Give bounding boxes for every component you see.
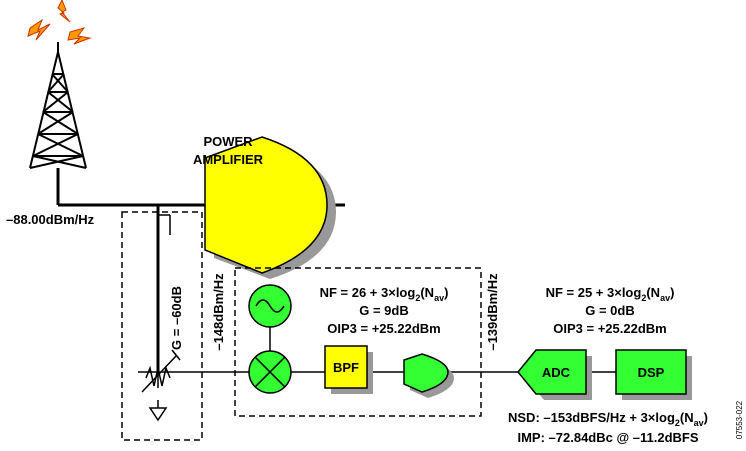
dsp-block bbox=[615, 349, 687, 395]
bpf-block bbox=[324, 345, 368, 389]
adc-stage-oip3: OIP3 = +25.22dBm bbox=[553, 321, 666, 336]
imp-label: IMP: –72.84dBc @ –11.2dBFS bbox=[517, 430, 698, 445]
adc-input-level-label: –139dBm/Hz bbox=[485, 273, 500, 351]
mixer-stage-gain: G = 9dB bbox=[359, 303, 409, 318]
nsd-label: NSD: –153dBFS/Hz + 3×log2(Nav) bbox=[508, 410, 708, 428]
mixer-stage-box bbox=[234, 267, 482, 417]
mixer-stage-oip3: OIP3 = +25.22dBm bbox=[327, 321, 440, 336]
pa-label-line1: POWER bbox=[203, 134, 253, 149]
tower-level-label: –88.00dBm/Hz bbox=[6, 212, 95, 227]
coupler-line bbox=[148, 214, 171, 422]
adc-stage-nf: NF = 25 + 3×log2(Nav) bbox=[546, 285, 675, 303]
if-amp-icon bbox=[403, 353, 449, 393]
mixer-input-level-label: –148dBm/Hz bbox=[211, 273, 226, 351]
adc-stage-gain: G = 0dB bbox=[585, 303, 635, 318]
adc-block bbox=[517, 349, 587, 395]
mixer-stage-nf: NF = 26 + 3×log2(Nav) bbox=[320, 285, 449, 303]
sine-wave-icon bbox=[255, 299, 285, 313]
coupler-gain-label: G = –60dB bbox=[169, 286, 184, 350]
power-amplifier bbox=[204, 136, 328, 274]
adc-label: ADC bbox=[542, 365, 571, 380]
figure-id: 07553-022 bbox=[735, 400, 744, 439]
pa-label-line2: AMPLIFIER bbox=[193, 152, 264, 167]
dsp-label: DSP bbox=[638, 365, 665, 380]
antenna-tower-icon bbox=[29, 42, 87, 169]
attenuator-icon bbox=[141, 349, 181, 393]
coupler-box bbox=[121, 211, 203, 441]
lightning-icon bbox=[27, 0, 92, 45]
bpf-label: BPF bbox=[333, 360, 359, 375]
mixer-cross-b bbox=[254, 356, 286, 388]
